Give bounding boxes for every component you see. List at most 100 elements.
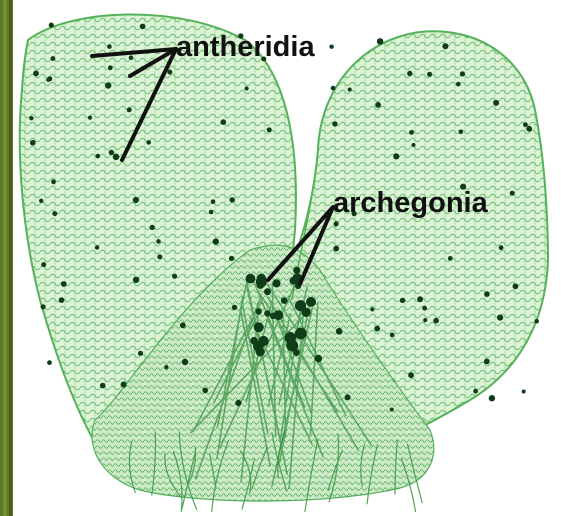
organ-dot (164, 365, 168, 369)
organ-dot (232, 305, 237, 310)
organ-dot (253, 341, 264, 352)
organ-dot (412, 143, 416, 147)
organ-dot (513, 283, 519, 289)
organ-dot (267, 127, 272, 132)
organ-dot (290, 277, 298, 285)
organ-dot (375, 102, 381, 108)
organ-dot (407, 71, 412, 76)
organ-dot (390, 333, 395, 338)
organ-dot (264, 310, 270, 316)
organ-dot (484, 291, 490, 297)
organ-dot (246, 274, 256, 284)
organ-dot (49, 23, 54, 28)
organ-dot (113, 154, 120, 161)
organ-dot (442, 43, 448, 49)
organ-dot (409, 130, 414, 135)
organ-dot (156, 239, 161, 244)
organ-dot (497, 315, 503, 321)
organ-dot (133, 277, 139, 283)
organ-dot (523, 122, 528, 127)
organ-dot (133, 197, 139, 203)
organ-dot (29, 116, 33, 120)
organ-dot (229, 256, 234, 261)
organ-dot (52, 211, 57, 216)
organ-dot (370, 307, 374, 311)
organ-dot (345, 394, 351, 400)
organ-dot (390, 408, 394, 412)
organ-dot (306, 297, 316, 307)
organ-dot (121, 382, 127, 388)
organ-dot (96, 154, 101, 159)
organ-dot (400, 298, 405, 303)
organ-dot (334, 221, 339, 226)
organ-dot (489, 395, 495, 401)
organ-dot (235, 400, 241, 406)
organ-dot (41, 262, 46, 267)
organ-dot (30, 140, 36, 146)
organ-dot (329, 45, 333, 49)
organ-dot (460, 71, 465, 76)
organ-dot (47, 360, 52, 365)
organ-dot (46, 78, 50, 82)
organ-dot (107, 44, 112, 49)
organ-dot (302, 308, 311, 317)
organ-dot (374, 326, 380, 332)
organ-dot (108, 65, 113, 70)
organ-dot (433, 318, 439, 324)
organ-dot (51, 56, 56, 61)
organ-dot (167, 70, 172, 75)
organ-dot (456, 82, 461, 87)
organ-dot (140, 24, 146, 30)
archegonia-label: archegonia (333, 189, 488, 218)
organ-dot (39, 199, 43, 203)
organ-dot (493, 100, 499, 106)
organ-dot (315, 355, 323, 363)
organ-dot (230, 197, 235, 202)
organ-dot (245, 87, 249, 91)
organ-dot (393, 153, 399, 159)
organ-dot (423, 318, 427, 322)
organ-dot (285, 332, 296, 343)
organ-dot (408, 372, 414, 378)
organ-dot (272, 279, 280, 287)
organ-dot (209, 210, 214, 215)
organ-dot (221, 119, 227, 125)
organ-dot (427, 72, 432, 77)
organ-dot (333, 246, 339, 252)
organ-dot (127, 107, 132, 112)
organ-dot (448, 256, 453, 261)
organ-dot (526, 126, 532, 132)
organ-dot (484, 359, 490, 365)
organ-dot (510, 191, 515, 196)
organ-dot (51, 179, 56, 184)
organ-dot (295, 328, 307, 340)
organ-dot (331, 86, 336, 91)
organ-dot (88, 116, 92, 120)
organ-dot (522, 390, 526, 394)
organ-dot (202, 388, 208, 394)
organ-dot (105, 82, 111, 88)
organ-dot (138, 351, 143, 356)
organ-dot (61, 281, 67, 287)
organ-dot (264, 288, 271, 295)
organ-dot (417, 296, 423, 302)
organ-dot (33, 71, 39, 77)
organ-dot (534, 319, 539, 324)
organ-dot (281, 297, 288, 304)
organ-dot (293, 267, 300, 274)
organ-dot (157, 254, 162, 259)
organ-dot (95, 245, 99, 249)
organ-dot (254, 322, 264, 332)
organ-dot (180, 322, 186, 328)
organ-dot (256, 277, 267, 288)
organ-dot (459, 130, 464, 135)
organ-dot (129, 55, 134, 60)
organ-dot (211, 199, 216, 204)
organ-dot (109, 150, 114, 155)
organ-dot (377, 38, 384, 45)
organ-dot (100, 383, 106, 389)
organ-dot (332, 121, 337, 126)
organ-dot (150, 225, 155, 230)
